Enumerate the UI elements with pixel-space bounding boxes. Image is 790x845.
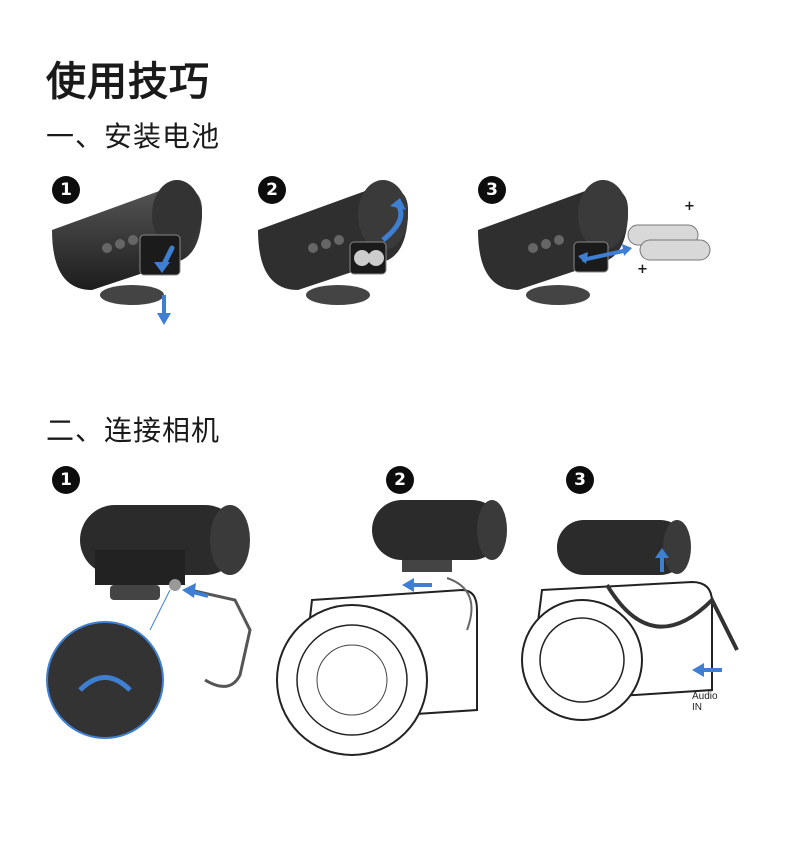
step-badge: 1 [52,466,80,494]
microphone-illustration [478,180,711,305]
audio-in-label: Audio IN [692,691,718,713]
step-badge: 2 [258,176,286,204]
microphone-illustration [52,180,202,325]
camera-illustration [521,520,739,721]
section-heading-camera: 二、连接相机 [46,414,221,448]
battery-illustration [627,224,711,261]
camera-illustration [276,500,507,756]
polarity-plus: + [684,199,695,214]
step-badge: 1 [52,176,80,204]
page-title: 使用技巧 [46,58,210,105]
step-badge: 3 [478,176,506,204]
section-heading-battery: 一、安装电池 [46,120,221,154]
microphone-illustration [258,180,408,305]
step-badge: 3 [566,466,594,494]
polarity-plus: + [637,262,648,277]
microphone-illustration [46,505,252,739]
step-badge: 2 [386,466,414,494]
